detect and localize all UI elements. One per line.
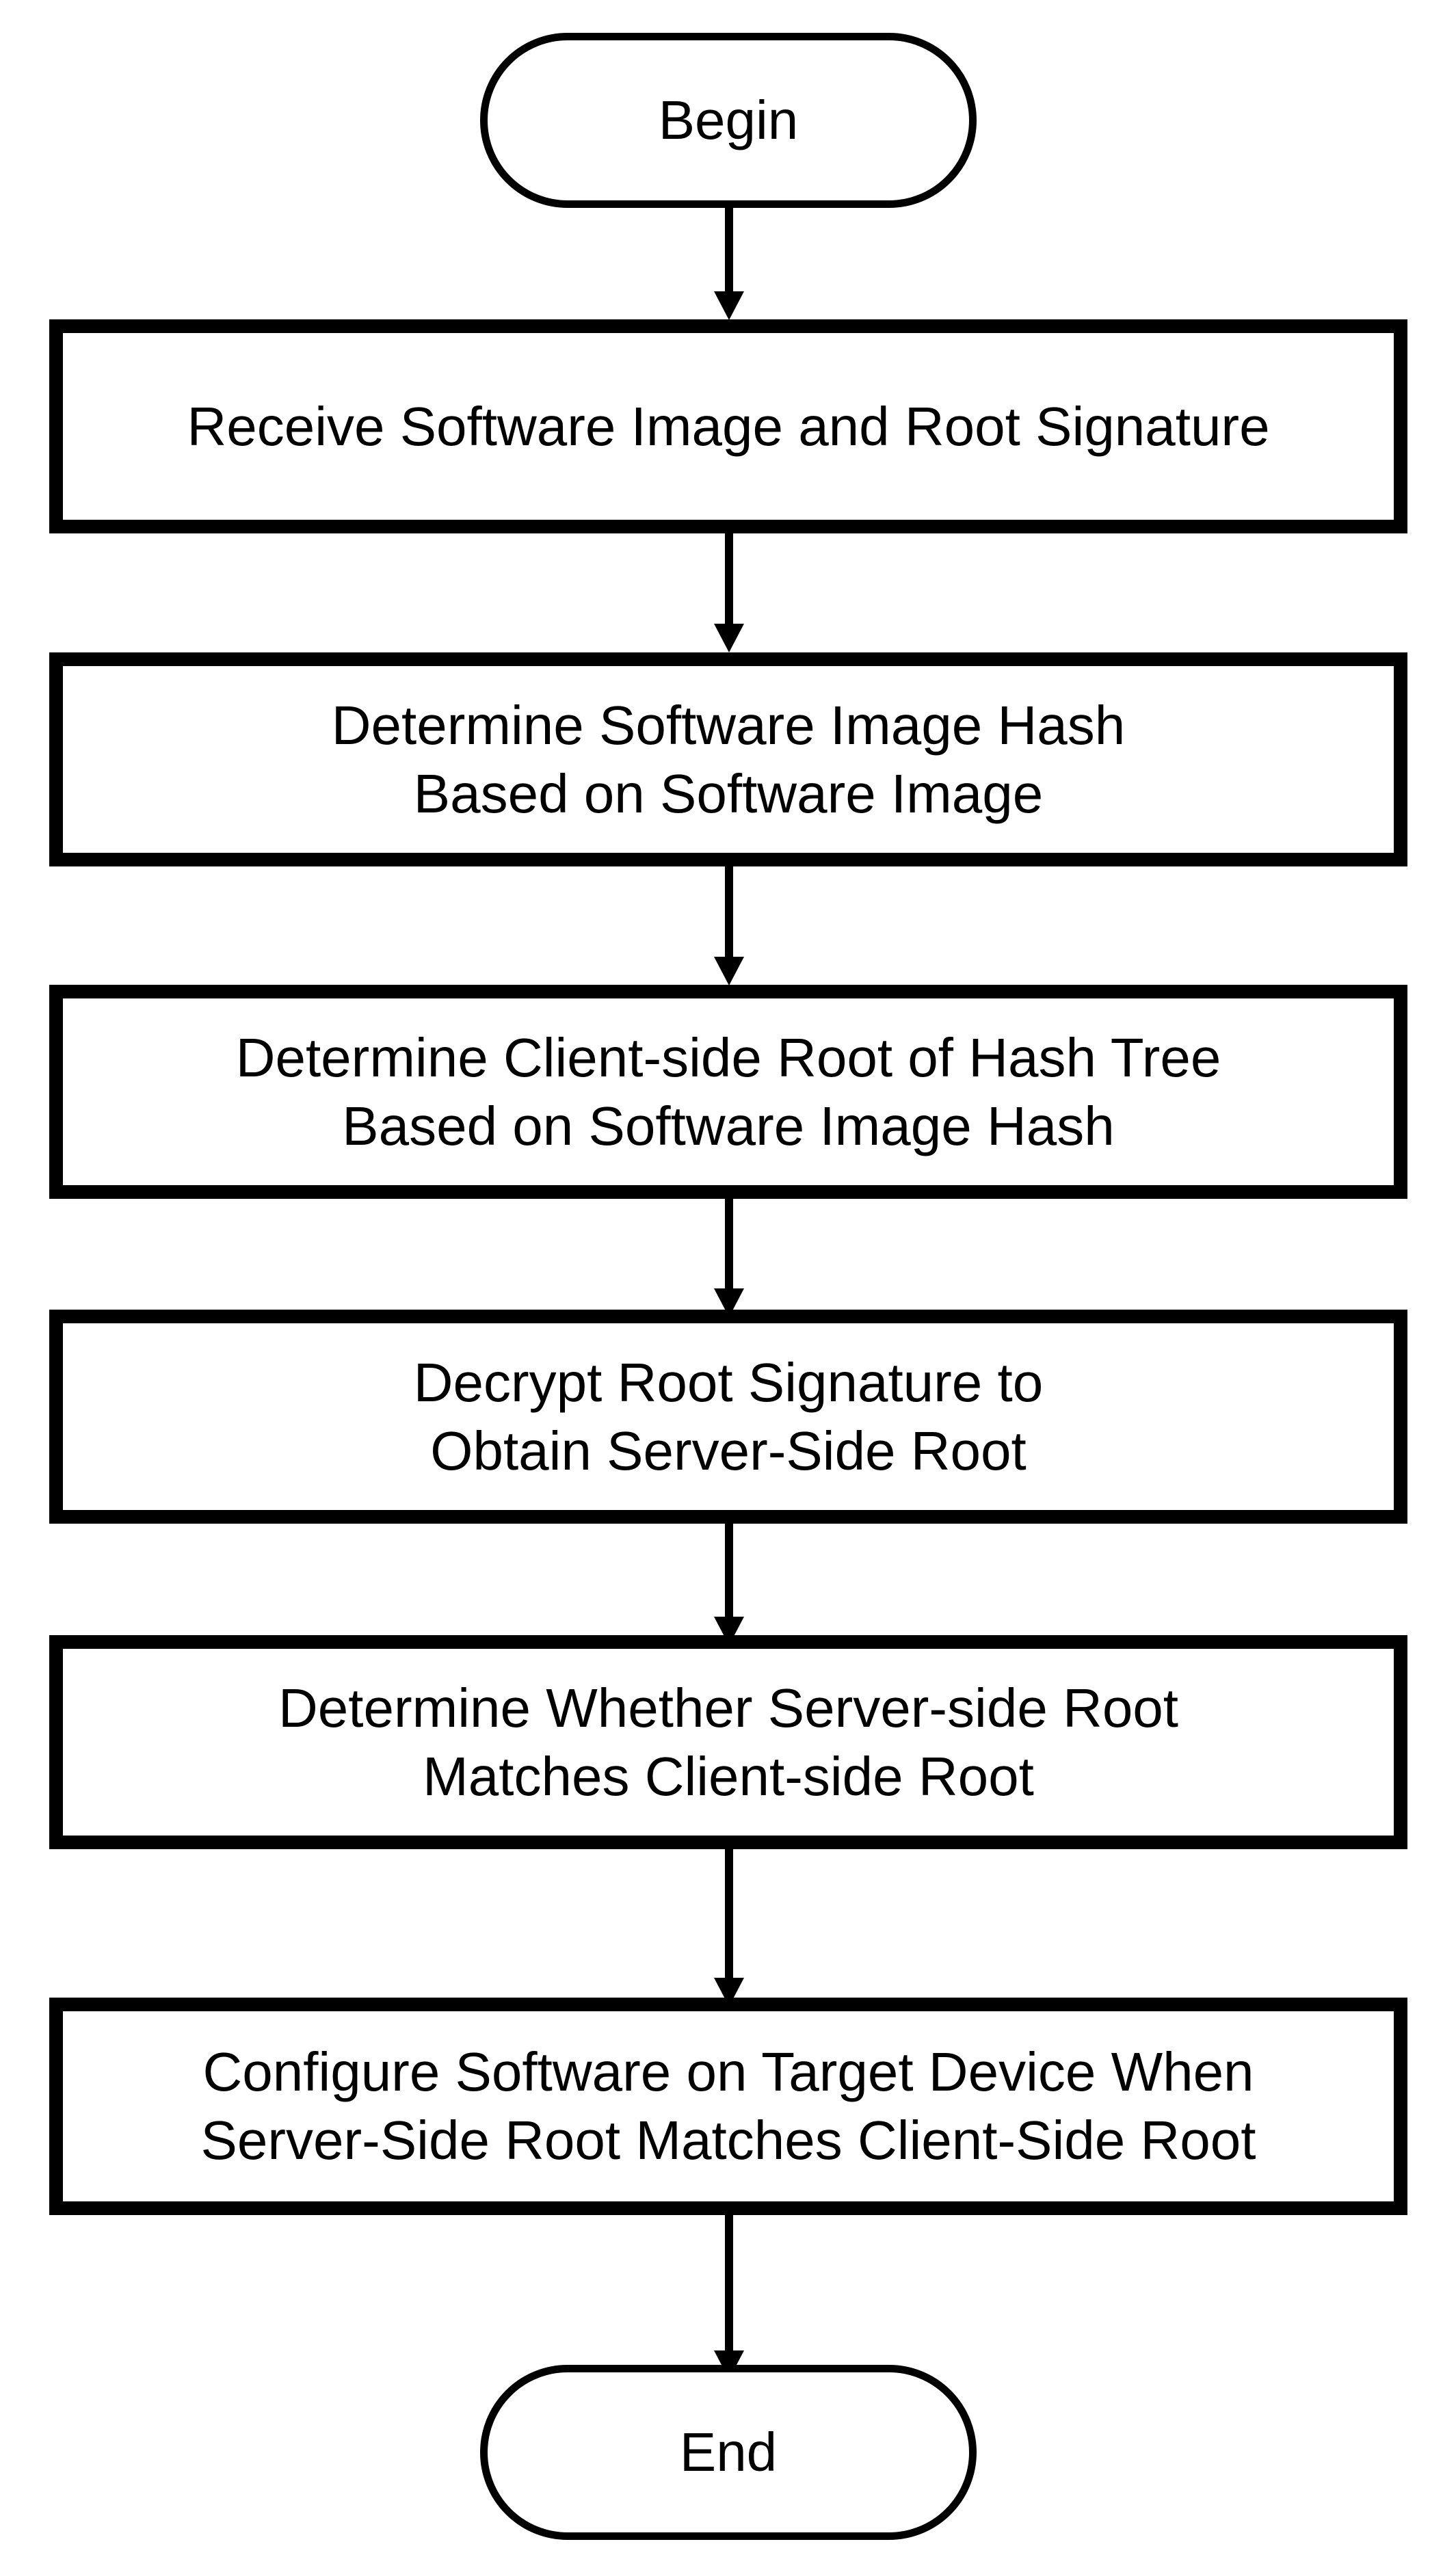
- end-label: End: [679, 2422, 778, 2482]
- arrowhead-step-2-to-step-3: [714, 957, 744, 985]
- connector-step-4-to-step-5: [725, 1524, 733, 1622]
- connector-step-5-to-step-6: [725, 1849, 733, 1983]
- connector-step-2-to-step-3: [725, 866, 733, 962]
- connector-begin-to-step-1: [725, 208, 733, 297]
- step-determine-client-root: Determine Client-side Root of Hash Tree …: [49, 985, 1407, 1199]
- connector-step-1-to-step-2: [725, 533, 733, 629]
- connector-step-6-to-end: [725, 2215, 733, 2356]
- arrowhead-step-1-to-step-2: [714, 624, 744, 652]
- step-3-line-1: Determine Client-side Root of Hash Tree: [235, 1026, 1221, 1088]
- step-6-line-2: Server-Side Root Matches Client-Side Roo…: [200, 2110, 1256, 2171]
- step-5-line-1: Determine Whether Server-side Root: [278, 1677, 1179, 1738]
- arrowhead-begin-to-step-1: [714, 291, 744, 320]
- step-configure-software: Configure Software on Target Device When…: [49, 1998, 1407, 2215]
- step-compare-roots: Determine Whether Server-side Root Match…: [49, 1635, 1407, 1849]
- step-4-line-2: Obtain Server-Side Root: [430, 1420, 1027, 1481]
- step-1-line-1: Receive Software Image and Root Signatur…: [187, 395, 1270, 457]
- step-2-line-2: Based on Software Image: [413, 763, 1044, 824]
- step-4-line-1: Decrypt Root Signature to: [413, 1351, 1044, 1413]
- step-3-line-2: Based on Software Image Hash: [342, 1095, 1115, 1156]
- begin-terminal: Begin: [480, 33, 977, 208]
- step-2-line-1: Determine Software Image Hash: [331, 694, 1126, 756]
- begin-label: Begin: [658, 90, 799, 150]
- connector-step-3-to-step-4: [725, 1199, 733, 1295]
- step-determine-image-hash: Determine Software Image Hash Based on S…: [49, 652, 1407, 866]
- step-decrypt-root-signature: Decrypt Root Signature to Obtain Server-…: [49, 1310, 1407, 1524]
- step-6-line-1: Configure Software on Target Device When: [202, 2041, 1254, 2102]
- step-receive-image: Receive Software Image and Root Signatur…: [49, 319, 1407, 533]
- step-5-line-2: Matches Client-side Root: [423, 1745, 1034, 1807]
- end-terminal: End: [480, 2365, 977, 2540]
